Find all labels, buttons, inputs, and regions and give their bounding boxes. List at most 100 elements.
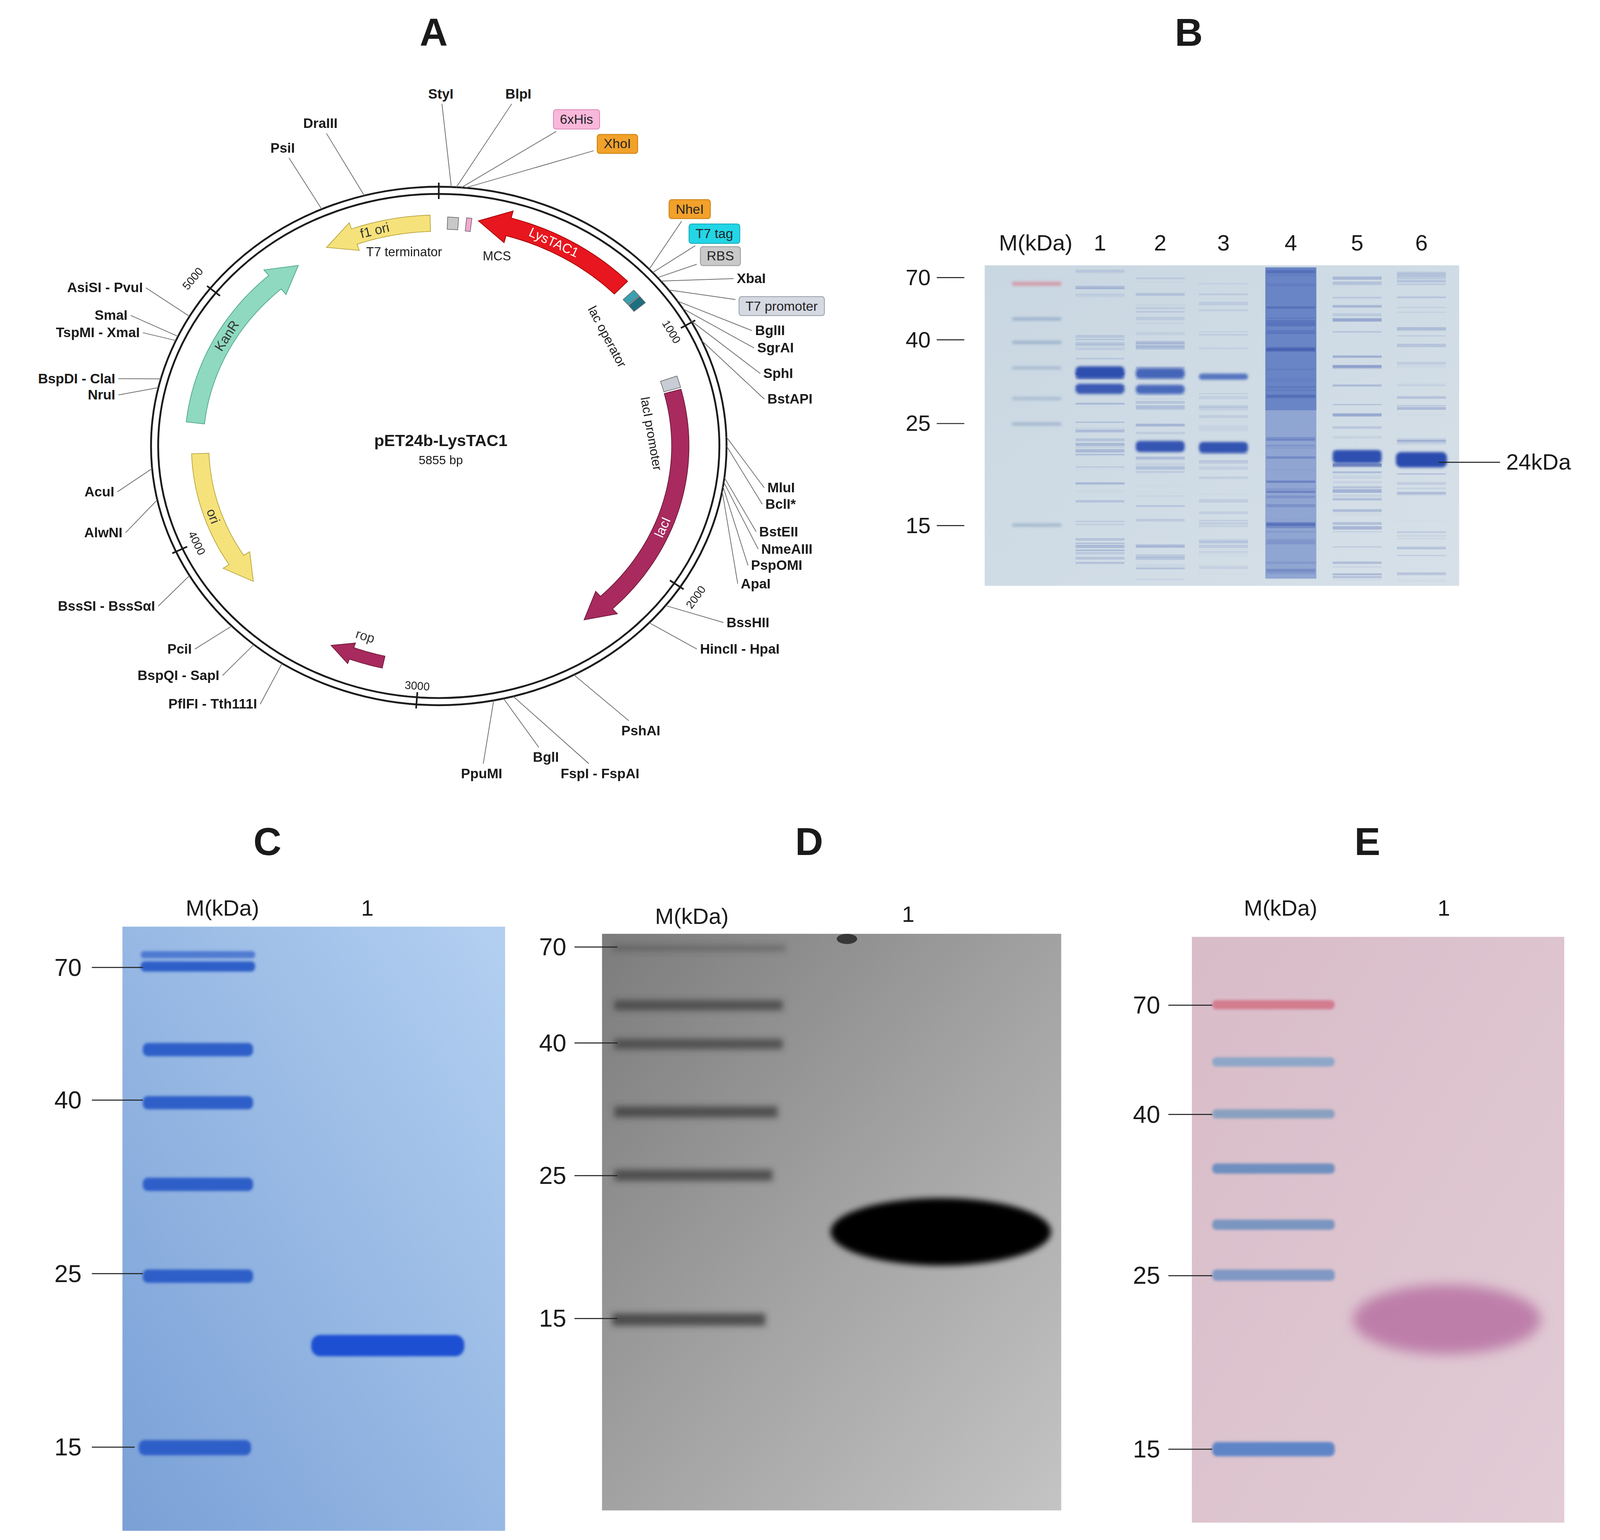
gel-smear [1396, 335, 1447, 337]
band-size-label: 24kDa [1506, 449, 1572, 476]
gel-smear [1396, 439, 1447, 444]
gel-smear [1266, 527, 1316, 529]
gel-smear [1198, 476, 1248, 480]
gel-smear [1332, 481, 1382, 484]
gel-smear [1135, 518, 1185, 522]
gel-smear [1135, 566, 1185, 570]
tag-label: 6xHis [560, 111, 594, 128]
gel-smear [1135, 567, 1185, 570]
ladder-band [1212, 1442, 1335, 1457]
leader-lines [117, 103, 765, 764]
gel-smear [1135, 281, 1185, 283]
gel-smear [1198, 419, 1248, 421]
marker-header: M(kDa) [654, 903, 729, 930]
restriction-site: SphI [763, 365, 793, 382]
gel-smear [1396, 365, 1447, 368]
plasmid-ring [158, 193, 720, 699]
gel-smear [1075, 438, 1125, 442]
gel-smear [1135, 277, 1185, 279]
feature-box [628, 296, 646, 312]
protein-band [1135, 440, 1185, 452]
gel-smear [1198, 347, 1248, 350]
ring-tick [680, 320, 696, 329]
dot-blot-membrane [1168, 936, 1565, 1523]
mw-tick [1168, 1448, 1213, 1450]
gene-arrow-shape [159, 238, 325, 451]
gel-smear [1266, 307, 1316, 309]
tag-box: 6xHis [553, 109, 601, 130]
gel-smear [1198, 283, 1248, 285]
panel-letter: C [253, 819, 282, 865]
gel-smear [1332, 526, 1382, 530]
leader-line [260, 663, 283, 705]
leader-line [456, 103, 512, 188]
gel-smear [1396, 384, 1447, 387]
gel-smear [1332, 573, 1382, 575]
gel-smear [1198, 548, 1248, 551]
gel-smear [1075, 338, 1125, 341]
mw-tick [92, 1099, 144, 1101]
ladder-band [614, 1106, 778, 1118]
leader-line [723, 482, 759, 549]
gel-smear [1075, 430, 1125, 433]
gel-smear [1266, 283, 1316, 287]
gel-smear [1198, 396, 1248, 400]
gel-smear [1135, 579, 1185, 581]
gel-smear [1332, 471, 1382, 474]
gel-smear [1198, 465, 1248, 469]
restriction-site: DraIII [303, 115, 338, 132]
gel-smear [1198, 293, 1248, 296]
gel-smear [1135, 423, 1185, 426]
gene-arrow: f1 ori [300, 188, 458, 277]
gel-smear [1198, 460, 1248, 464]
gel-smear [1396, 397, 1447, 400]
gel-smear [1332, 494, 1382, 497]
gel-smear [1332, 304, 1382, 308]
gene-name: f1 ori [358, 219, 391, 242]
gel-smear [1332, 368, 1382, 370]
tag-label: NheI [675, 201, 705, 218]
gel-smear [1396, 361, 1447, 365]
purified-protein-gel [92, 926, 506, 1532]
gel-smear [1396, 407, 1447, 410]
leader-line [723, 486, 749, 566]
restriction-site: XbaI [736, 270, 766, 287]
mw-label: 25 [538, 1161, 567, 1190]
tag-box: T7 tag [688, 223, 740, 244]
ladder-band [614, 1169, 773, 1181]
gel-smear [1198, 455, 1248, 457]
gel-smear [1332, 565, 1382, 568]
gel-background [984, 265, 1460, 587]
gel-smear [1332, 531, 1382, 533]
gel-smear [1396, 534, 1447, 537]
gel-smear [1396, 283, 1447, 286]
panel-letter: D [795, 819, 824, 865]
ladder-band [1212, 1057, 1335, 1067]
gel-smear [1266, 379, 1316, 382]
leader-line [726, 446, 763, 505]
leader-line [724, 477, 757, 532]
gel-smear [1266, 389, 1316, 392]
mw-tick [936, 339, 965, 341]
protein-band [1395, 452, 1447, 468]
tag-box: T7 promoter [738, 296, 825, 317]
gel-smear [1198, 309, 1248, 312]
feature-label: MCS [482, 248, 512, 264]
gel-smear [1135, 307, 1185, 310]
lane-number: 2 [1153, 229, 1167, 256]
ladder-band [1212, 1269, 1335, 1281]
lane-number: 1 [361, 895, 374, 922]
gel-smear [1332, 276, 1382, 280]
bp-tick-label: 4000 [185, 529, 209, 558]
leader-line [722, 491, 738, 584]
lane-number: 4 [1284, 229, 1298, 256]
leader-line [118, 387, 159, 395]
gel-smear [1135, 544, 1185, 548]
blot-background [602, 933, 1062, 1511]
mw-label: 40 [1132, 1100, 1161, 1129]
mw-label: 70 [1132, 991, 1161, 1020]
gel-smear [1266, 447, 1316, 449]
ladder-band [1012, 397, 1062, 400]
protein-band [1198, 373, 1248, 380]
protein-band [1332, 450, 1382, 464]
